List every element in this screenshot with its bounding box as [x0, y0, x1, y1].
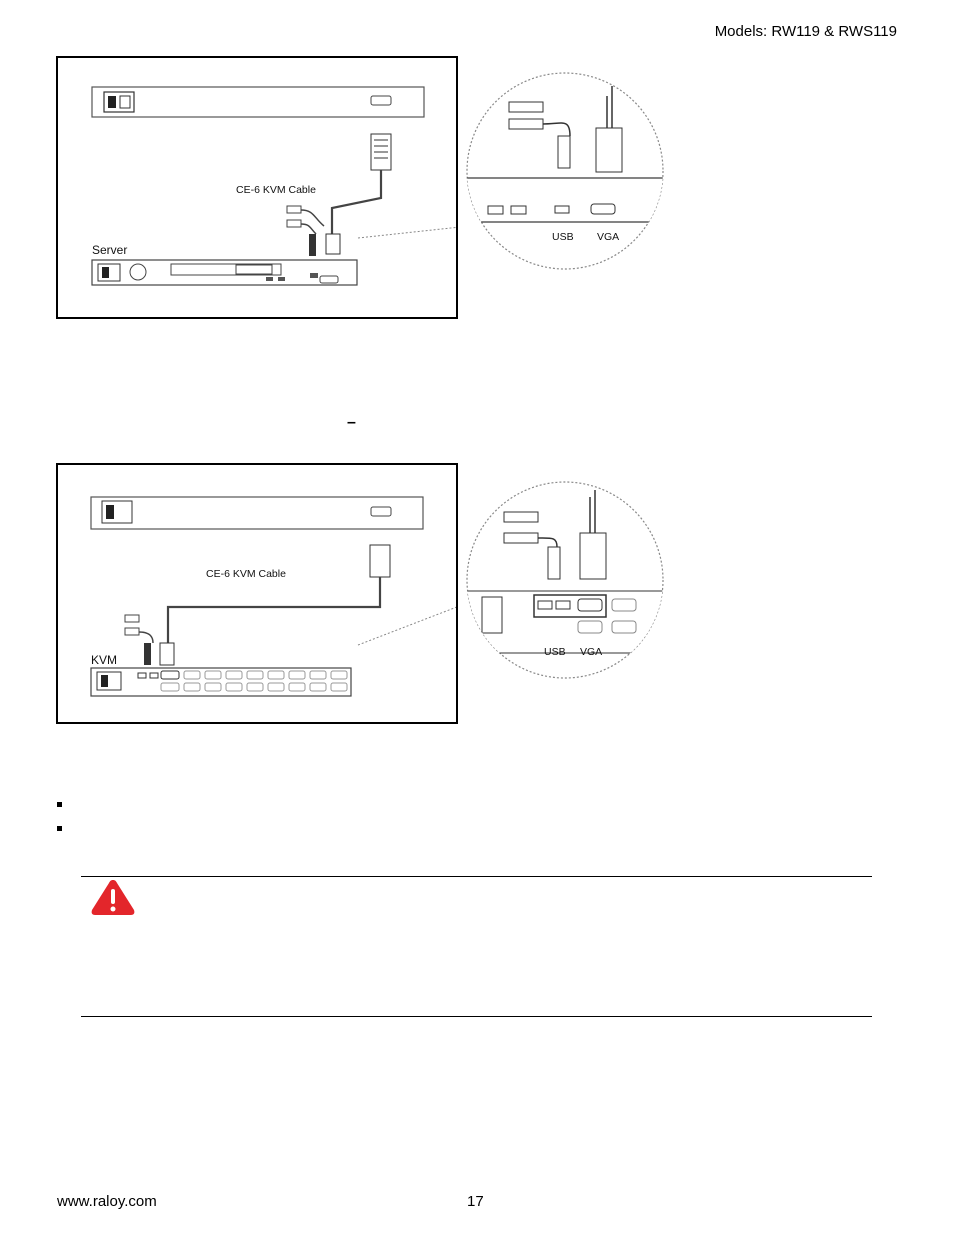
- separator-dash: –: [347, 414, 356, 431]
- kvm-port: [309, 682, 327, 692]
- figure-server-connection: CE-6 KVM Cable Server: [56, 56, 489, 319]
- kvm-port: [330, 682, 348, 692]
- page-number: 17: [467, 1193, 484, 1210]
- ps2-plug-icon: [286, 219, 302, 228]
- kvm-port: [137, 672, 147, 679]
- usb-port-label: USB: [552, 231, 574, 243]
- rack-unit: [90, 496, 424, 530]
- kvm-port: [330, 670, 348, 680]
- kvm-port: [160, 670, 180, 680]
- kvm-port: [288, 670, 306, 680]
- rack-unit: [91, 86, 425, 118]
- kvm-port: [267, 682, 285, 692]
- kvm-port: [246, 682, 264, 692]
- kvm-port: [267, 670, 285, 680]
- kvm-port: [204, 670, 222, 680]
- server-diagram: CE-6 KVM Cable Server: [91, 86, 489, 286]
- figure-kvm-connection: CE-6 KVM Cable KVM: [56, 463, 489, 724]
- device-label: KVM: [91, 653, 117, 667]
- bullet-marker: [57, 826, 62, 831]
- kvm-port: [204, 682, 222, 692]
- kvm-port: [225, 670, 243, 680]
- kvm-port: [183, 670, 201, 680]
- vga-port-label: VGA: [597, 231, 619, 243]
- kvm-port: [183, 682, 201, 692]
- vga-connector-detail-icon: [595, 127, 623, 173]
- warning-triangle-icon: [91, 880, 135, 915]
- zoom-detail-kvm: USB VGA: [462, 475, 668, 685]
- usb-port-label: USB: [544, 646, 566, 658]
- vga-port-label: VGA: [580, 646, 602, 658]
- kvm-port: [225, 682, 243, 692]
- kvm-diagram: CE-6 KVM Cable KVM: [90, 496, 489, 697]
- header-models: Models: RW119 & RWS119: [714, 23, 897, 40]
- warning-rule-top: [81, 876, 872, 877]
- vga-port-icon: [370, 95, 392, 106]
- kvm-port: [160, 682, 180, 692]
- kvm-port: [246, 670, 264, 680]
- power-switch-icon: [108, 96, 116, 108]
- zoom-detail-server: USB VGA: [462, 66, 668, 276]
- vga-connector-bottom-icon: [325, 233, 341, 255]
- device-label: Server: [92, 243, 127, 257]
- usb-connector-detail-icon: [557, 135, 571, 169]
- footer-url: www.raloy.com: [57, 1193, 157, 1210]
- usb-connector-icon: [309, 234, 316, 256]
- kvm-port-grid: [137, 670, 348, 692]
- cable-label: CE-6 KVM Cable: [206, 568, 286, 580]
- fan-icon: [129, 263, 147, 281]
- vga-connector-icon: [369, 544, 391, 578]
- warning-rule-bottom: [81, 1016, 872, 1017]
- kvm-port: [149, 672, 159, 679]
- usb-plug-icon: [286, 205, 302, 214]
- cable-label: CE-6 KVM Cable: [236, 184, 316, 196]
- ps2-plug-detail-icon: [508, 118, 544, 130]
- kvm-port: [288, 682, 306, 692]
- usb-plug-detail-icon: [508, 101, 544, 113]
- kvm-port: [309, 670, 327, 680]
- bullet-marker: [57, 802, 62, 807]
